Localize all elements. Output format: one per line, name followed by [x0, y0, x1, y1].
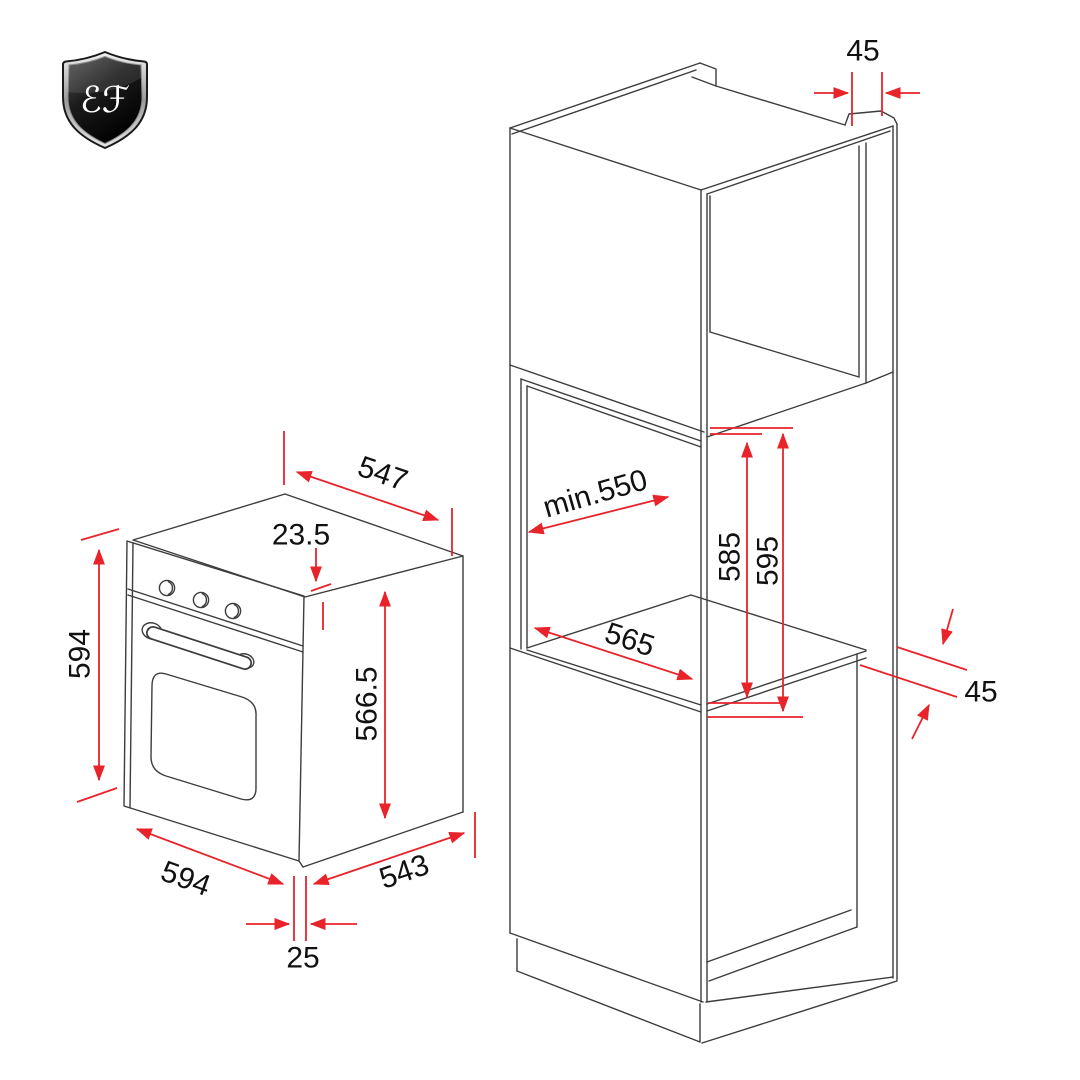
dim-oven-case-height: 566.5 — [351, 590, 391, 820]
cab-niche-ceiling-a — [520, 378, 702, 442]
logo-shield-face — [67, 55, 143, 145]
cab-bottom-edge-left — [509, 932, 704, 1003]
cab-top-front-edge — [509, 127, 702, 191]
cab-shelf-front-left — [526, 649, 702, 706]
oven-panel-side — [129, 542, 134, 809]
cabinet-drawing: 45 min.550 565 585 595 — [509, 35, 998, 1044]
svg-text:543: 543 — [375, 848, 433, 896]
logo-monogram: ℰℱ — [80, 80, 130, 121]
logo-shield-gloss — [68, 56, 141, 94]
svg-text:585: 585 — [714, 532, 747, 582]
cab-lower-top-edge-left — [509, 647, 702, 713]
cab-top-back-edge — [509, 62, 701, 129]
oven-corner-joint — [298, 860, 304, 868]
cab-opening-top-edge-inner — [706, 130, 891, 195]
svg-text:23.5: 23.5 — [272, 519, 330, 552]
brand-logo: ℰℱ — [62, 50, 148, 150]
dim-oven-case-depth: 543 — [312, 812, 476, 896]
cab-base-bottom-right — [701, 980, 898, 1044]
oven-door-window — [150, 672, 257, 801]
cab-shelf-back-right — [690, 594, 867, 651]
oven-door-handle — [141, 622, 255, 670]
oven-knob-3 — [224, 602, 242, 620]
cab-top-right-edge — [715, 85, 846, 126]
dim-cabinet-niche-outer-height: 595 — [752, 432, 789, 713]
dim-oven-total-width: 594 — [135, 828, 285, 903]
cab-upper-bottom-edge — [509, 364, 705, 433]
cab-plinth-bottom-left — [516, 970, 701, 1043]
oven-control-band-bottom — [127, 594, 304, 653]
dim-cabinet-height-extensions — [707, 427, 803, 718]
dim-cabinet-side-panel: 45 — [859, 608, 998, 740]
svg-text:25: 25 — [286, 942, 319, 975]
svg-text:547: 547 — [354, 450, 412, 498]
cab-upper-floor-back — [709, 331, 860, 378]
oven-bottom-edge — [302, 811, 464, 868]
dim-cabinet-niche-inner-height: 585 — [714, 441, 753, 699]
cab-opening-top-edge — [700, 125, 894, 191]
oven-knob-1 — [158, 579, 176, 597]
svg-text:595: 595 — [752, 536, 785, 586]
dim-oven-front-frame-offset: 23.5 — [272, 519, 332, 630]
dim-cabinet-niche-depth: min.550 — [527, 463, 670, 535]
oven-control-band-top — [127, 588, 304, 647]
cab-top-back-edge-inner — [511, 69, 697, 135]
svg-text:565: 565 — [601, 617, 659, 664]
cab-niche-ceiling-b — [526, 385, 702, 448]
oven-front-panel — [123, 540, 305, 862]
cab-lower-top-edge-right — [706, 650, 867, 705]
svg-text:45: 45 — [846, 35, 879, 68]
svg-text:45: 45 — [964, 676, 997, 709]
svg-text:566.5: 566.5 — [351, 666, 384, 741]
cab-right-panel-top — [844, 110, 898, 126]
cab-lower-floor-front — [708, 926, 858, 982]
dim-cabinet-niche-width: 565 — [533, 617, 694, 681]
cab-bottom-edge-right — [705, 976, 894, 1003]
dim-oven-bottom-clearance: 25 — [246, 876, 357, 975]
svg-text:594: 594 — [64, 629, 97, 679]
cab-back-notch — [691, 62, 717, 87]
cab-lower-floor-back — [706, 909, 852, 963]
svg-text:594: 594 — [156, 855, 214, 903]
dim-oven-total-height: 594 — [64, 528, 120, 803]
oven-drawing: 547 23.5 594 566.5 594 — [64, 431, 476, 975]
oven-knob-2 — [192, 591, 210, 609]
cab-upper-floor-joint — [865, 371, 894, 384]
dim-cabinet-top-panel: 45 — [814, 35, 920, 126]
